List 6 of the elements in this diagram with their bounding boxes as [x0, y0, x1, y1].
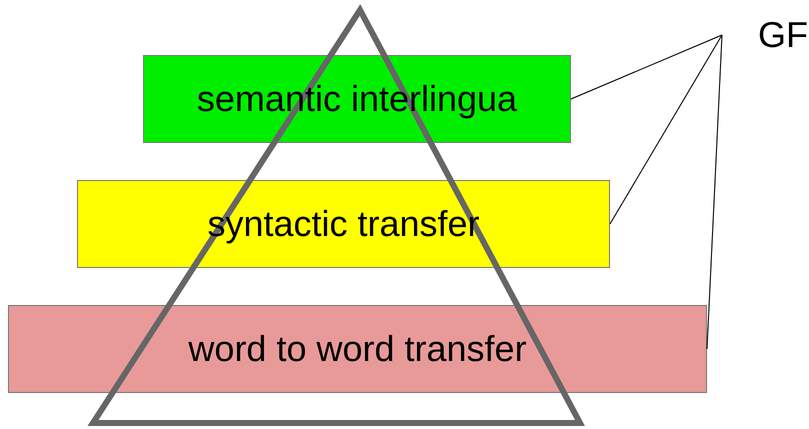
connector-line	[610, 34, 722, 224]
level-box	[8, 305, 707, 393]
level-label: word to word transfer	[188, 328, 527, 370]
connector-line	[570, 34, 722, 100]
connector-line	[706, 34, 722, 350]
label-text: GF	[758, 14, 808, 56]
